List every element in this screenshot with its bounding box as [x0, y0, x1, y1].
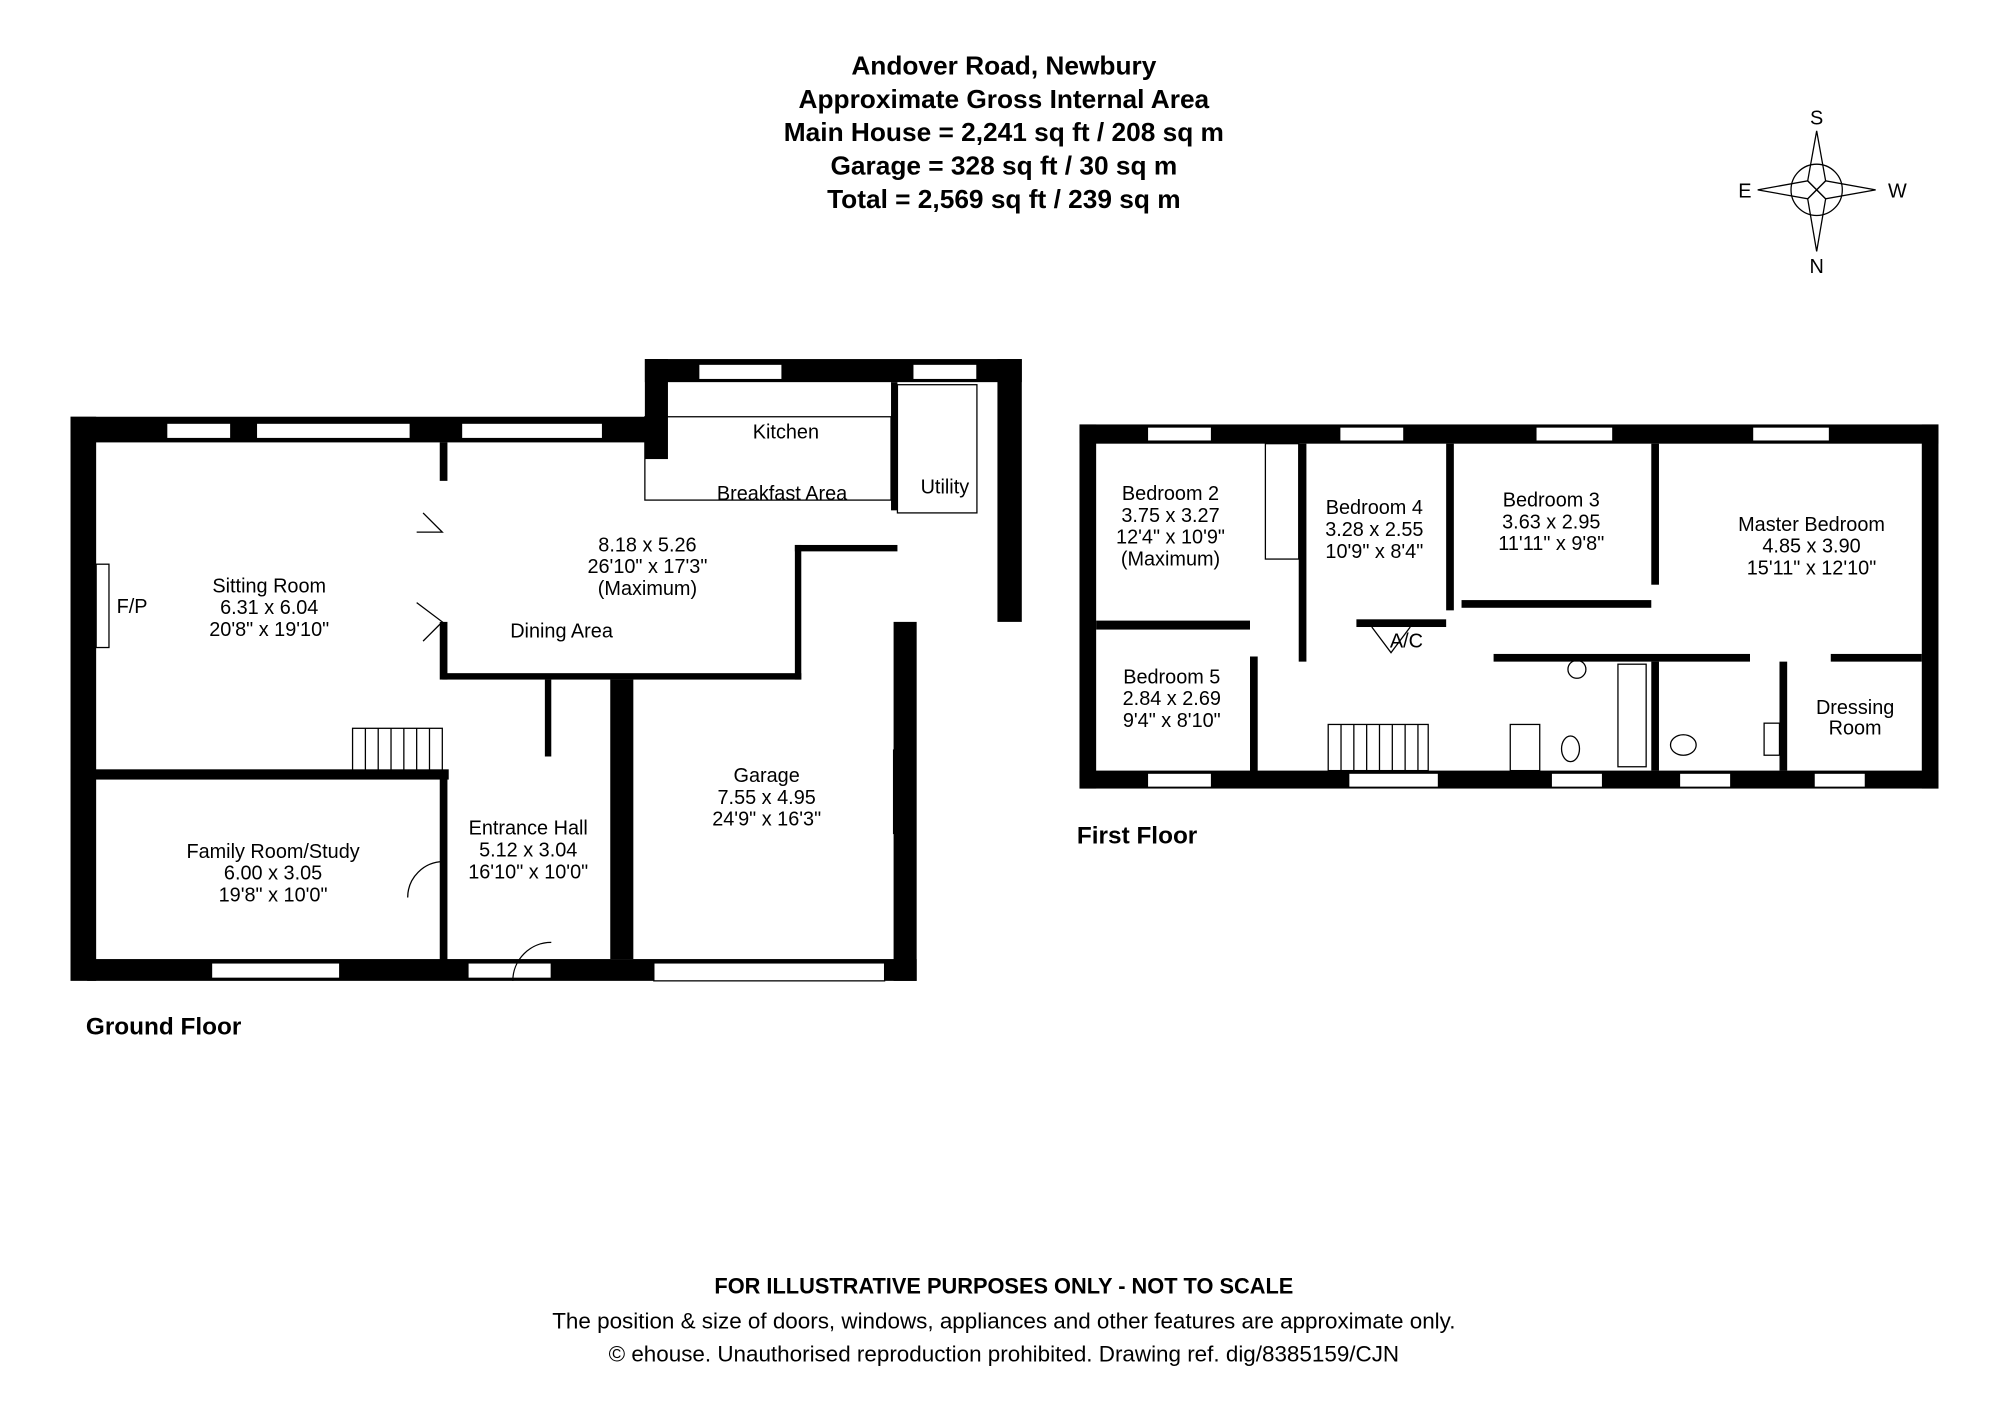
- dining-area-label: Dining Area: [510, 620, 614, 642]
- bedroom-5-imperial: 9'4" x 8'10": [1123, 710, 1221, 732]
- main-house-area: Main House = 2,241 sq ft / 208 sq m: [784, 117, 1224, 147]
- bedroom-5-metric: 2.84 x 2.69: [1123, 688, 1221, 710]
- family-room-metric: 6.00 x 3.05: [224, 863, 322, 885]
- bedroom-5-name: Bedroom 5: [1123, 666, 1220, 688]
- compass-e: E: [1738, 181, 1751, 203]
- breakfast-area-label: Breakfast Area: [717, 483, 848, 505]
- bedroom-4-name: Bedroom 4: [1326, 497, 1423, 519]
- kitchen-label: Kitchen: [753, 422, 819, 444]
- master-bedroom-metric: 4.85 x 3.90: [1762, 536, 1860, 558]
- bedroom-3-imperial: 11'11" x 9'8": [1498, 533, 1604, 555]
- entrance-hall-name: Entrance Hall: [469, 818, 588, 840]
- entrance-hall-metric: 5.12 x 3.04: [479, 840, 577, 862]
- first-floor-plan: [1079, 424, 1939, 789]
- disclaimer-text: The position & size of doors, windows, a…: [552, 1308, 1455, 1333]
- copyright-text: © ehouse. Unauthorised reproduction proh…: [609, 1342, 1400, 1367]
- bedroom-2-imperial: 12'4" x 10'9": [1116, 527, 1225, 549]
- dressing-room-line2: Room: [1829, 718, 1882, 740]
- stairs-icon: [351, 727, 443, 774]
- compass-icon: S E W N: [1738, 107, 1907, 278]
- bedroom-3-metric: 3.63 x 2.95: [1502, 511, 1600, 533]
- sitting-room-imperial: 20'8" x 19'10": [209, 619, 329, 641]
- stairs-icon: [1327, 723, 1429, 772]
- total-area: Total = 2,569 sq ft / 239 sq m: [827, 184, 1181, 214]
- ground-floor-label: Ground Floor: [86, 1014, 242, 1041]
- garage-area: Garage = 328 sq ft / 30 sq m: [830, 150, 1177, 180]
- title: Andover Road, Newbury: [851, 50, 1156, 80]
- bedroom-2-metric: 3.75 x 3.27: [1121, 505, 1219, 527]
- sitting-room-metric: 6.31 x 6.04: [220, 597, 318, 619]
- bedroom-2-maximum: (Maximum): [1121, 548, 1220, 570]
- disclaimer: FOR ILLUSTRATIVE PURPOSES ONLY - NOT TO …: [552, 1274, 1455, 1367]
- family-room-imperial: 19'8" x 10'0": [219, 884, 328, 906]
- dining-maximum: (Maximum): [598, 578, 697, 600]
- subtitle: Approximate Gross Internal Area: [799, 84, 1210, 114]
- ground-floor-plan: [70, 359, 1022, 982]
- disclaimer-heading: FOR ILLUSTRATIVE PURPOSES ONLY - NOT TO …: [714, 1274, 1293, 1299]
- garage-imperial: 24'9" x 16'3": [712, 809, 821, 831]
- dining-imperial: 26'10" x 17'3": [587, 556, 707, 578]
- dining-metric: 8.18 x 5.26: [598, 534, 696, 556]
- utility-label: Utility: [921, 477, 970, 499]
- compass-w: W: [1888, 181, 1907, 203]
- compass-s: S: [1810, 107, 1823, 129]
- entrance-hall-imperial: 16'10" x 10'0": [468, 861, 588, 883]
- bedroom-4-metric: 3.28 x 2.55: [1325, 519, 1423, 541]
- master-bedroom-name: Master Bedroom: [1738, 514, 1885, 536]
- ground-floor-labels: Sitting Room 6.31 x 6.04 20'8" x 19'10" …: [86, 422, 969, 1041]
- garage-name: Garage: [734, 765, 800, 787]
- fireplace-label: F/P: [117, 596, 148, 618]
- bedroom-2-name: Bedroom 2: [1122, 483, 1219, 505]
- bedroom-4-imperial: 10'9" x 8'4": [1325, 541, 1423, 563]
- dressing-room-line1: Dressing: [1816, 697, 1894, 719]
- family-room-name: Family Room/Study: [186, 841, 359, 863]
- master-bedroom-imperial: 15'11" x 12'10": [1747, 557, 1877, 579]
- airing-cupboard-label: A/C: [1390, 631, 1423, 653]
- first-floor-labels: Bedroom 2 3.75 x 3.27 12'4" x 10'9" (Max…: [1077, 483, 1894, 850]
- header: Andover Road, Newbury Approximate Gross …: [784, 50, 1224, 213]
- sitting-room-name: Sitting Room: [212, 575, 326, 597]
- bedroom-3-name: Bedroom 3: [1503, 490, 1600, 512]
- first-floor-label: First Floor: [1077, 823, 1198, 850]
- garage-metric: 7.55 x 4.95: [718, 787, 816, 809]
- compass-n: N: [1809, 256, 1823, 278]
